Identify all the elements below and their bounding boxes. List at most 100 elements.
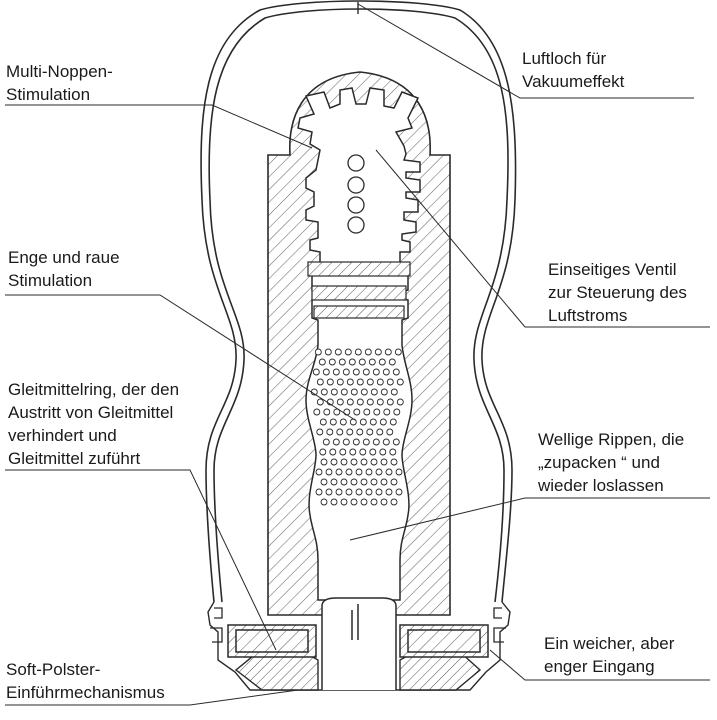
nub <box>318 358 326 366</box>
nub <box>344 348 352 356</box>
nub <box>392 438 400 446</box>
nub <box>370 458 378 466</box>
multi-nubs-grid <box>310 348 404 506</box>
nub <box>363 408 371 416</box>
nub <box>330 478 338 486</box>
nub <box>316 378 324 386</box>
nub <box>329 448 337 456</box>
nub <box>340 478 348 486</box>
leader-multi-noppen <box>5 104 313 149</box>
nub <box>349 448 357 456</box>
nub <box>372 438 380 446</box>
leader-ventil <box>375 149 710 328</box>
nub <box>383 408 391 416</box>
nub <box>313 408 321 416</box>
nub <box>320 478 328 486</box>
nub <box>390 458 398 466</box>
nub <box>389 418 397 426</box>
nub <box>376 378 384 386</box>
leader-rippen <box>349 497 710 541</box>
nub <box>370 478 378 486</box>
nub <box>390 388 398 396</box>
nub <box>325 488 333 496</box>
leader-eingang <box>489 649 710 681</box>
nub <box>350 458 358 466</box>
base-assembly <box>207 601 511 691</box>
nub <box>369 418 377 426</box>
nub <box>336 428 344 436</box>
nub <box>360 458 368 466</box>
nub <box>332 438 340 446</box>
label-soft-polster: Soft-Polster-Einführmechanismus <box>6 660 165 702</box>
nub <box>340 388 348 396</box>
nub <box>370 498 378 506</box>
nub <box>333 408 341 416</box>
leader-gleitmittelring <box>5 469 277 651</box>
nub <box>346 428 354 436</box>
nub <box>390 478 398 486</box>
nub <box>314 348 322 356</box>
nub <box>360 478 368 486</box>
nub <box>339 448 347 456</box>
nub <box>358 358 366 366</box>
nub <box>356 398 364 406</box>
nub <box>346 378 354 386</box>
nub <box>355 468 363 476</box>
nub <box>329 418 337 426</box>
nub <box>320 388 328 396</box>
nub <box>384 348 392 356</box>
nub <box>390 498 398 506</box>
nub <box>380 388 388 396</box>
nub <box>369 448 377 456</box>
nub <box>380 498 388 506</box>
nub <box>365 468 373 476</box>
nub <box>376 428 384 436</box>
nub <box>320 498 328 506</box>
nub <box>349 418 357 426</box>
entry-opening <box>321 597 397 690</box>
nub <box>350 478 358 486</box>
nub <box>343 408 351 416</box>
nub <box>345 488 353 496</box>
leader-enge-raue <box>5 294 356 421</box>
nub <box>378 358 386 366</box>
nub <box>352 368 360 376</box>
nub <box>385 468 393 476</box>
nub <box>350 388 358 396</box>
leader-soft-polster <box>5 689 299 706</box>
nub <box>380 458 388 466</box>
nub <box>386 398 394 406</box>
nub <box>364 348 372 356</box>
nub <box>388 358 396 366</box>
nub <box>342 438 350 446</box>
lubricant-ring <box>227 624 489 658</box>
nub <box>374 348 382 356</box>
nub <box>330 458 338 466</box>
valve-holes <box>347 154 365 234</box>
nub <box>382 438 390 446</box>
outer-shell <box>200 0 517 603</box>
nub <box>322 368 330 376</box>
nub <box>352 438 360 446</box>
nub <box>375 488 383 496</box>
nub <box>316 398 324 406</box>
nub <box>326 378 334 386</box>
nub <box>322 438 330 446</box>
nub <box>342 368 350 376</box>
nub <box>360 498 368 506</box>
nub <box>362 438 370 446</box>
nub <box>319 418 327 426</box>
nub <box>350 498 358 506</box>
nub <box>382 368 390 376</box>
label-multi-noppen: Multi-Noppen-Stimulation <box>6 62 113 104</box>
nub <box>320 458 328 466</box>
nub <box>372 368 380 376</box>
leader-lines <box>5 3 710 706</box>
